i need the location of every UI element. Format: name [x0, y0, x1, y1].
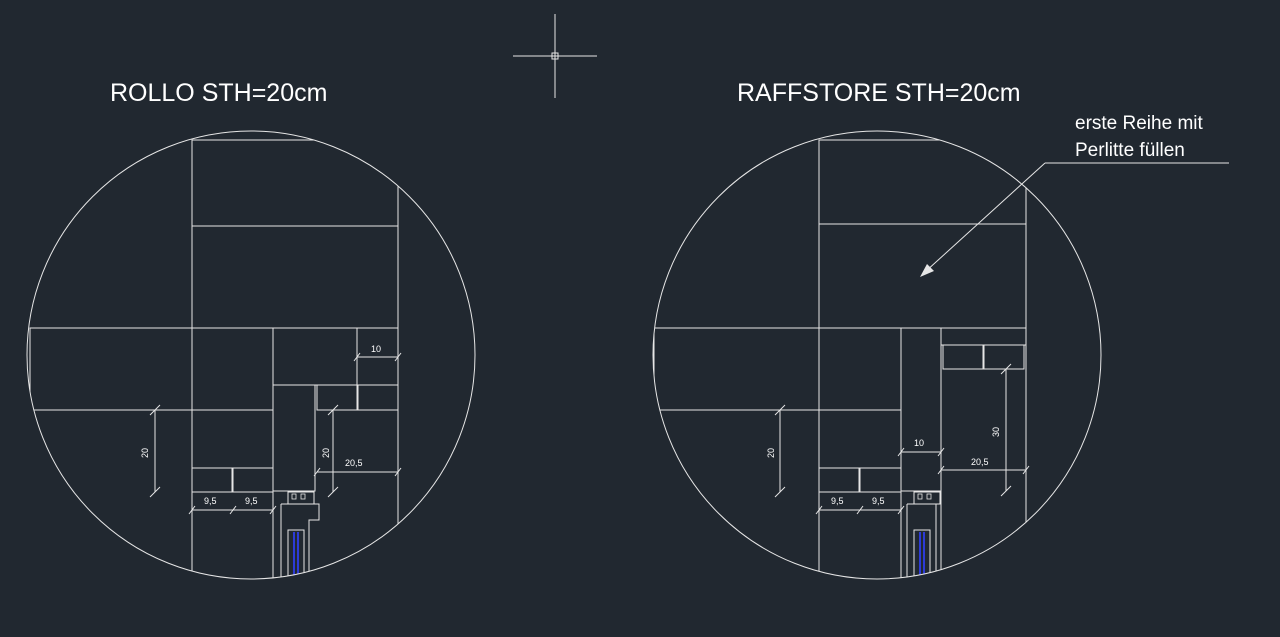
wall-lower-masonry	[191, 225, 399, 329]
brick-3	[316, 384, 358, 411]
window-frame-left	[280, 491, 320, 579]
wall-upper-masonry-right	[818, 139, 1027, 225]
window-frame-right	[906, 491, 941, 579]
dimension-lines-left	[149, 352, 402, 515]
dim-right-9-5-a: 9,5	[831, 496, 844, 506]
brick-1	[191, 467, 233, 493]
brick-r2	[859, 467, 902, 493]
insulation-cross-upper	[272, 327, 358, 386]
ceiling-slab	[29, 327, 274, 411]
dimension-lines-right	[774, 363, 1030, 515]
dim-left-20-box: 20	[321, 448, 331, 458]
dim-right-20-lintel: 20	[766, 448, 776, 458]
dim-left-20-5: 20,5	[345, 458, 363, 468]
dim-right-30: 30	[991, 427, 1001, 437]
dim-left-9-5-b: 9,5	[245, 496, 258, 506]
detail-raffstore: 20 30 9,5 9,5 20,5 10	[652, 130, 1229, 580]
brick-4	[357, 384, 399, 411]
lintel-masonry	[191, 409, 274, 469]
insulation-cross-lower	[272, 384, 316, 492]
title-raffstore: RAFFSTORE STH=20cm	[737, 79, 1021, 107]
dim-left-9-5-a: 9,5	[204, 496, 217, 506]
wall-upper-masonry	[191, 139, 399, 227]
brick-r4	[983, 344, 1025, 370]
dim-left-20-lintel: 20	[140, 448, 150, 458]
insulation-strip	[900, 327, 942, 492]
crosshair-cursor-icon	[513, 14, 597, 98]
detail-circle-left	[26, 130, 476, 580]
dim-right-10: 10	[914, 438, 924, 448]
annotation-leader	[924, 162, 1229, 273]
brick-2	[232, 467, 274, 493]
insulation-top	[940, 327, 1027, 346]
title-rollo: ROLLO STH=20cm	[110, 79, 327, 107]
detail-rollo: 20 20 9,5 9,5 20,5 10	[26, 130, 476, 580]
wall-lower-masonry-right	[818, 223, 1027, 329]
detail-circle-right	[652, 130, 1102, 580]
lintel-masonry-right	[818, 409, 902, 469]
annotation-line-1: erste Reihe mit	[1075, 113, 1203, 134]
dim-right-9-5-b: 9,5	[872, 496, 885, 506]
brick-r3	[942, 344, 984, 370]
leader-arrowhead-icon	[920, 264, 934, 277]
dim-left-10: 10	[371, 344, 381, 354]
dim-right-20-5: 20,5	[971, 457, 989, 467]
brick-r1	[818, 467, 860, 493]
insulated-slab	[653, 327, 902, 411]
annotation-line-2: Perlitte füllen	[1075, 140, 1185, 161]
